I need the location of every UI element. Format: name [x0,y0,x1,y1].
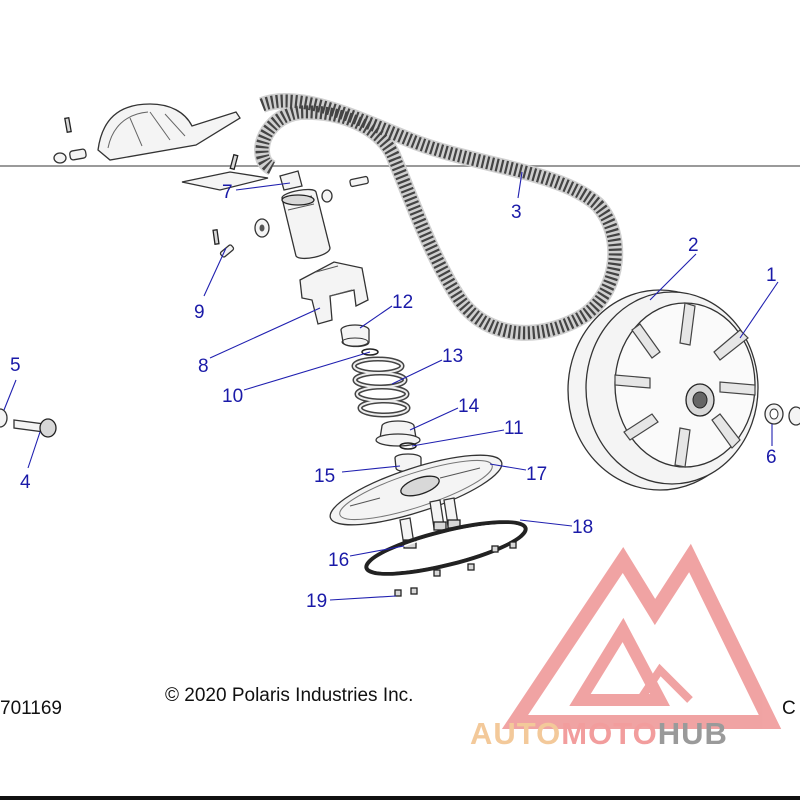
bolt-4 [13,418,57,438]
spring [351,348,411,418]
watermark-text: AUTOMOTOHUB [470,716,728,752]
callout-12: 12 [392,292,413,313]
callout-4: 4 [20,472,31,493]
callout-8: 8 [198,356,209,377]
callout-18: 18 [572,517,593,538]
callout-5: 5 [10,355,21,376]
small-pins [212,153,369,258]
callout-19: 19 [306,591,327,612]
watermark-hub: HUB [657,716,728,751]
diagram-number: 701169 [0,698,62,719]
edge-code: C [782,698,796,719]
watermark-moto: MOTO [561,716,658,751]
callout-17: 17 [526,464,547,485]
callout-6: 6 [766,447,777,468]
clutch-shaft-assembly [279,170,331,260]
washer-6 [764,403,800,426]
callout-14: 14 [458,396,480,417]
callout-16: 16 [328,550,349,571]
callout-2: 2 [688,235,699,256]
leader-lines [3,171,779,601]
watermark-auto: AUTO [470,716,562,751]
small-bolts [394,541,517,597]
drive-belt [253,93,624,341]
clutch-cover-housing [53,103,269,191]
sheave-plate [329,454,503,526]
gasket-ring [364,520,528,576]
washer-5 [0,408,8,428]
callout-1: 1 [766,265,777,286]
callout-labels: 1 2 3 4 5 6 7 8 9 10 11 12 13 14 15 16 1… [10,182,777,612]
callout-13: 13 [442,346,463,367]
bushing [340,324,370,348]
bottom-border [0,796,800,800]
spring-seat [375,420,421,447]
callout-7: 7 [222,182,233,203]
clutch-sheave [567,289,759,491]
watermark-logo-icon [501,543,782,729]
copyright-text: © 2020 Polaris Industries Inc. [165,685,413,706]
callout-3: 3 [511,202,522,223]
spider-cam [299,261,369,325]
retaining-ring [399,442,417,450]
callout-15: 15 [314,466,335,487]
callout-10: 10 [222,386,243,407]
callout-9: 9 [194,302,205,323]
callout-11: 11 [504,418,524,439]
